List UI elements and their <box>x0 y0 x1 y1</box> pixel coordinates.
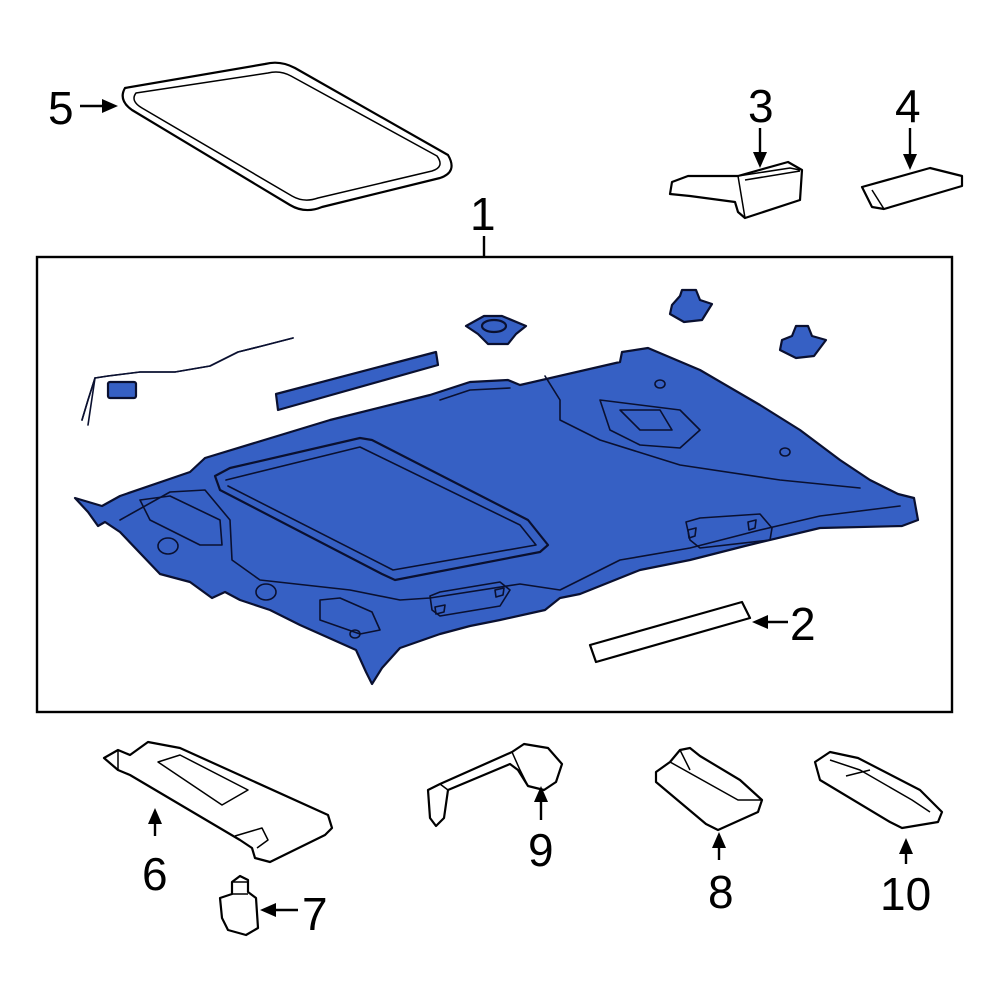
callout-9: 9 <box>528 786 554 876</box>
part-3-bracket <box>668 160 804 220</box>
callout-1: 1 <box>470 188 496 257</box>
callout-6: 6 <box>142 808 168 900</box>
callout-1-label: 1 <box>470 188 496 240</box>
callout-10-label: 10 <box>880 868 931 920</box>
part-2-strip <box>588 600 752 664</box>
assembly-frame <box>35 255 954 714</box>
part-4-pad <box>860 166 964 211</box>
part-strip-upper <box>274 350 440 412</box>
part-square-clip-b <box>778 324 828 360</box>
callout-10: 10 <box>880 838 931 920</box>
callout-9-label: 9 <box>528 824 554 876</box>
part-1-headliner <box>73 346 920 686</box>
callout-6-label: 6 <box>142 848 168 900</box>
part-6-sun-visor <box>102 740 334 864</box>
callout-2: 2 <box>752 598 816 650</box>
callout-4: 4 <box>895 80 921 170</box>
callout-4-label: 4 <box>895 80 921 132</box>
callout-7-label: 7 <box>302 888 328 940</box>
callout-7: 7 <box>260 888 328 940</box>
callout-5: 5 <box>48 82 118 134</box>
part-9-grab-handle <box>426 742 564 828</box>
part-10-lamp-housing <box>813 750 944 830</box>
part-8-lamp <box>654 746 764 832</box>
callout-3-label: 3 <box>748 80 774 132</box>
callout-8: 8 <box>708 832 734 918</box>
part-round-clip <box>464 314 528 346</box>
callout-8-label: 8 <box>708 866 734 918</box>
part-7-visor-holder <box>218 874 260 937</box>
part-square-clip-a <box>668 288 714 324</box>
part-harness-wire <box>81 337 294 426</box>
callout-3: 3 <box>748 80 774 168</box>
callout-5-label: 5 <box>48 82 74 134</box>
callout-2-label: 2 <box>790 598 816 650</box>
part-5-sunroof-seal <box>121 61 453 212</box>
